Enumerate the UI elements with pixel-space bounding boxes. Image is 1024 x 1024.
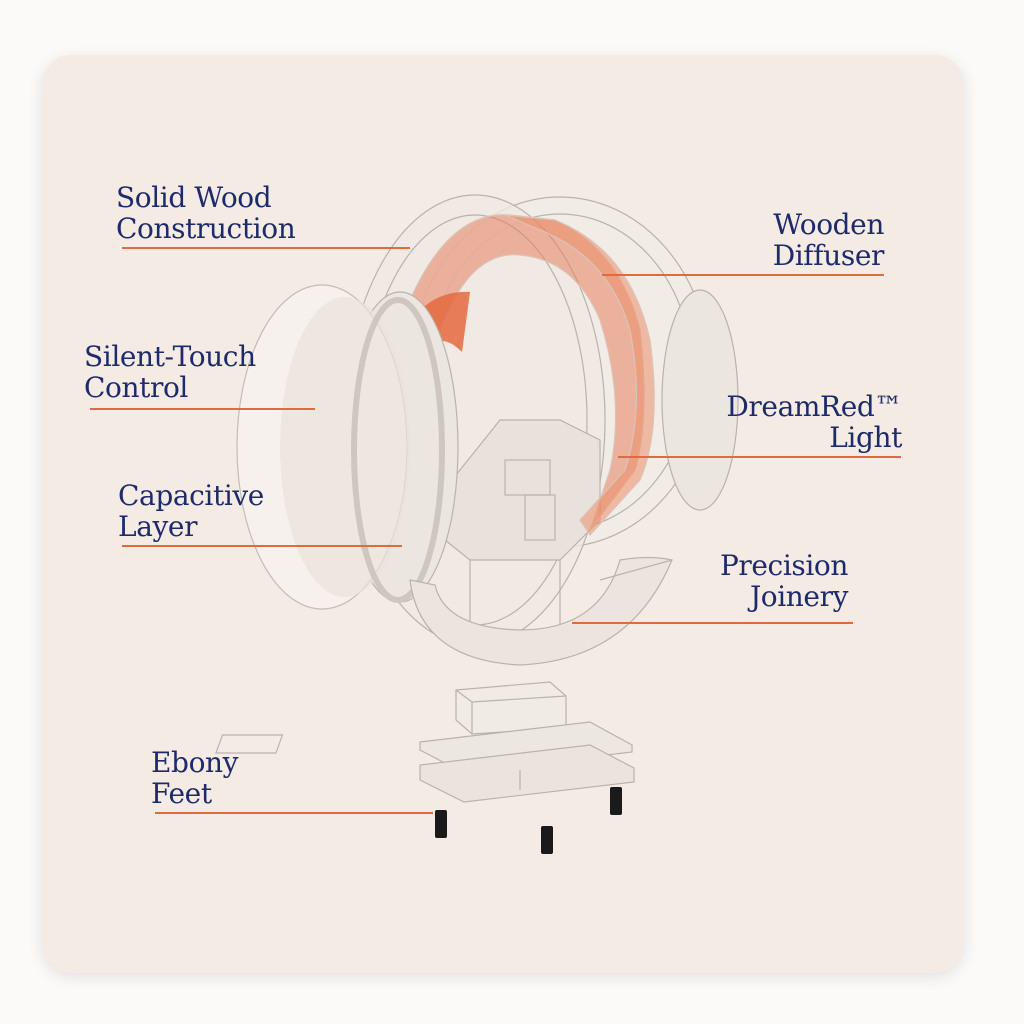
ebony-foot (435, 810, 447, 838)
label-solid-wood-construction: Solid Wood Construction (116, 181, 296, 245)
label-line: Silent-Touch (84, 340, 256, 373)
leader-silent-touch (90, 408, 315, 410)
label-silent-touch-control: Silent-Touch Control (84, 341, 256, 403)
leader-ebony (155, 812, 433, 814)
label-line: Feet (151, 777, 212, 810)
label-line: Control (84, 371, 188, 404)
label-line: Capacitive (118, 479, 264, 512)
label-precision-joinery: Precision Joinery (720, 550, 848, 612)
base-plate-bottom (419, 744, 635, 803)
ebony-foot (541, 826, 553, 854)
label-dreamred-light: DreamRed™ Light (726, 391, 902, 453)
leader-wooden-diffuser (602, 274, 884, 276)
label-line: Layer (118, 510, 198, 543)
label-line: Diffuser (772, 239, 885, 272)
leader-solid-wood (122, 247, 410, 249)
label-line: Wooden (773, 208, 884, 241)
label-wooden-diffuser: Wooden Diffuser (772, 208, 885, 272)
leader-dreamred (618, 456, 901, 458)
label-line: Solid Wood (116, 181, 272, 214)
label-ebony-feet: Ebony Feet (151, 747, 238, 809)
leader-precision (572, 622, 853, 624)
label-line: Construction (116, 212, 296, 245)
label-line: Joinery (749, 580, 848, 613)
leader-capacitive (122, 545, 402, 547)
capacitive-layer-rim (351, 297, 445, 603)
label-line: DreamRed™ (726, 390, 902, 423)
precision-joinery-frame (409, 556, 673, 666)
label-line: Ebony (151, 746, 239, 779)
label-line: Precision (719, 549, 848, 582)
label-capacitive-layer: Capacitive Layer (118, 480, 264, 542)
label-line: Light (829, 421, 902, 454)
ebony-foot (610, 787, 622, 815)
ebony-feet (435, 787, 622, 854)
